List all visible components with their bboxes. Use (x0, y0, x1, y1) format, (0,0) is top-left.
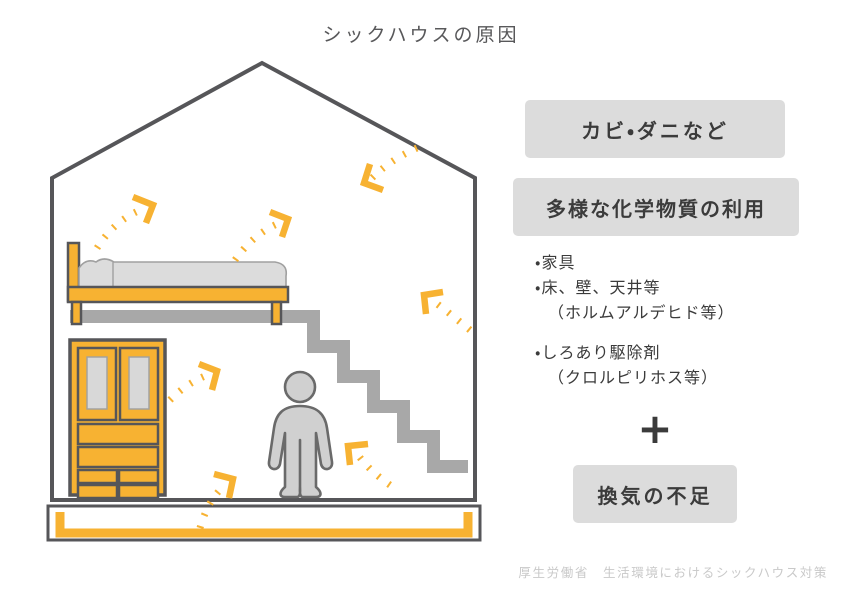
list-item-note: （クロルピリホス等） (548, 368, 719, 387)
causes-panel: カビ・ダニなど 多様な化学物質の利用 ・家具 ・床、壁、天井等 （ホルムアルデヒ… (505, 90, 835, 540)
list-group: ・しろあり駆除剤 （クロルピリホス等） (535, 340, 835, 390)
airflow-arrows (94, 144, 473, 529)
page-title: シックハウスの原因 (322, 24, 520, 46)
person (267, 370, 334, 499)
staircase (307, 310, 468, 473)
list-item-note: （ホルムアルデヒド等） (548, 303, 735, 322)
chemical-source-list: ・家具 ・床、壁、天井等 （ホルムアルデヒド等） ・しろあり駆除剤 （クロルピリ… (535, 250, 835, 394)
list-item: ・床、壁、天井等 (535, 278, 661, 297)
source-attribution: 厚生労働省 生活環境におけるシックハウス対策 (518, 565, 828, 580)
airflow-arrow-6 (344, 440, 392, 488)
foundation (46, 504, 482, 542)
list-spacer (535, 329, 835, 340)
airflow-arrow-7 (196, 470, 237, 529)
cause-box-ventilation: 換気の不足 (573, 465, 737, 523)
airflow-arrow-4 (420, 288, 473, 333)
list-group: ・家具 ・床、壁、天井等 （ホルムアルデヒド等） (535, 250, 835, 325)
bed (66, 241, 290, 326)
airflow-arrow-3 (359, 144, 419, 194)
list-item: ・しろあり駆除剤 (535, 343, 661, 362)
house-outline (50, 60, 477, 502)
floor-slab (70, 310, 320, 323)
house-illustration (46, 60, 482, 542)
list-item: ・家具 (535, 253, 576, 272)
airflow-arrow-1 (94, 193, 158, 250)
plus-sign: + (637, 404, 673, 453)
cause-box-chemicals: 多様な化学物質の利用 (513, 178, 799, 236)
airflow-arrow-5 (167, 360, 221, 403)
airflow-arrow-2 (232, 208, 293, 263)
cause-box-mold: カビ・ダニなど (525, 100, 785, 158)
cabinet (68, 338, 167, 500)
